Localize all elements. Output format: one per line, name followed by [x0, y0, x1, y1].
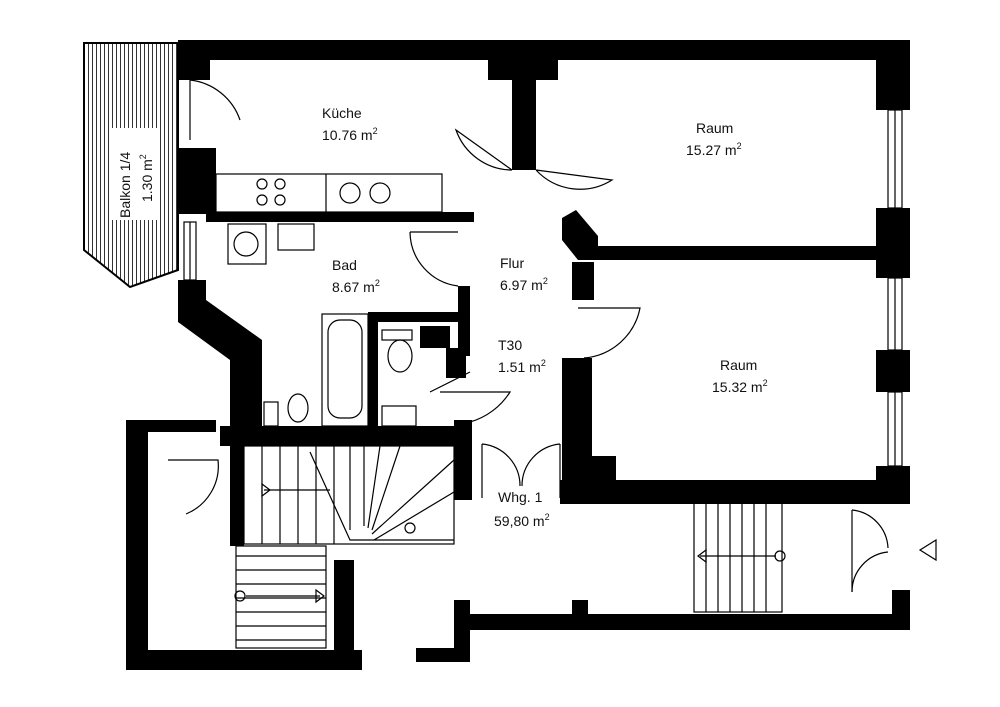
whg-area: 59,80 m2	[494, 512, 550, 529]
door-swings	[168, 79, 889, 593]
kueche-area: 10.76 m2	[322, 126, 378, 143]
raum2-area: 15.32 m2	[712, 378, 768, 395]
flur-area: 6.97 m2	[500, 276, 548, 293]
staircase-inner	[243, 445, 455, 545]
staircase-outer	[234, 545, 327, 649]
raum1-area: 15.27 m2	[686, 141, 742, 158]
bad-label: Bad	[332, 257, 357, 273]
t30-area: 1.51 m2	[498, 358, 546, 375]
bath-fixtures	[227, 223, 417, 427]
t30-label: T30	[498, 337, 522, 353]
kitchen-counter	[215, 173, 443, 213]
walls	[126, 40, 910, 670]
flur-label: Flur	[500, 255, 524, 271]
balcony: Balkon 1/4 1.30 m2	[83, 42, 179, 289]
room-labels: Küche 10.76 m2 Raum 15.27 m2 Bad 8.67 m2…	[322, 105, 768, 529]
balcony-label: Balkon 1/4	[117, 152, 133, 218]
kueche-label: Küche	[322, 105, 362, 121]
windows	[183, 109, 903, 467]
whg-label: Whg. 1	[498, 489, 543, 505]
raum1-label: Raum	[696, 120, 733, 136]
staircase-entry	[693, 499, 786, 613]
bad-area: 8.67 m2	[332, 278, 380, 295]
entrance-arrow-icon	[918, 538, 937, 562]
balcony-area: 1.30 m2	[138, 154, 155, 202]
raum2-label: Raum	[720, 357, 757, 373]
